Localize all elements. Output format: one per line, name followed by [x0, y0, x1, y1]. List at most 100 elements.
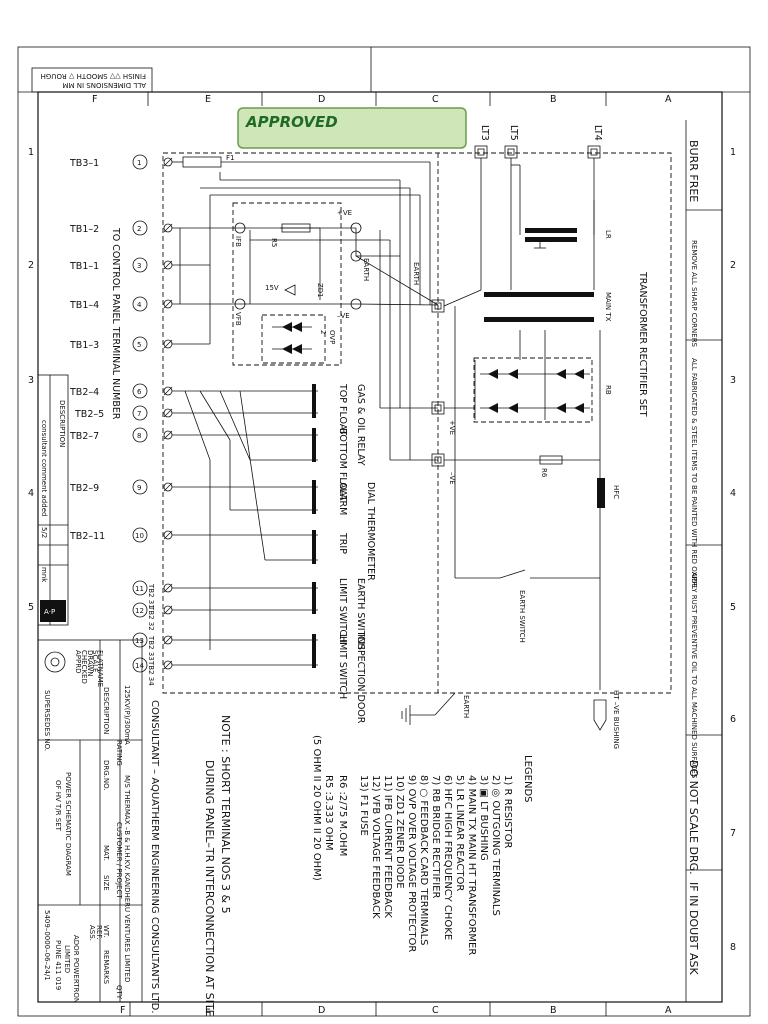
customer-label: CUSTOMER / PROJECT	[115, 822, 123, 899]
terminal-block	[163, 157, 173, 670]
flatname-label: FLATNAME	[96, 650, 104, 687]
vfb-label: VFB	[234, 312, 242, 326]
right-notes: BURR FREE REMOVE ALL SHARP CORNERS ALL F…	[687, 140, 700, 975]
terminal-label: TB2–5	[74, 409, 104, 420]
r6-label: R6	[540, 468, 548, 478]
legend-item: 13) F1 FUSE	[358, 775, 369, 836]
note-burr-free: BURR FREE	[687, 140, 700, 202]
note-do-not-scale: DO NOT SCALE DRG.	[687, 760, 700, 875]
svg-text:A·P: A·P	[44, 608, 55, 616]
trip-label: TRIP	[337, 532, 348, 554]
inspection-door-label: INSPECTION DOOR	[355, 634, 366, 724]
terminal-num: 1	[137, 159, 141, 167]
earth-switch-ls-label: EARTH SWITCH	[355, 578, 366, 650]
control-panel-label: TO CONTROL PANEL TERMINAL NUMBER	[110, 227, 121, 420]
legend-item: 5) LR LINEAR REACTOR	[454, 775, 465, 891]
ref-label: REF.	[95, 925, 103, 939]
finish-line: FINISH ▽▽ SMOOTH ▽ ROUGH	[41, 72, 146, 80]
limit-switch2-label: LIMIT SWITCH	[337, 634, 348, 699]
zd1-label: ZD1	[316, 283, 324, 298]
terminal-label: TB2–9	[69, 483, 99, 494]
grid-number: 5	[730, 602, 736, 613]
terminal-6: 6 TB2–4	[69, 383, 148, 399]
grid-letter: A	[665, 94, 672, 105]
terminal-label: TB2 33	[147, 635, 155, 661]
lt3-label: LT3	[479, 125, 490, 141]
grid-letter: D	[318, 94, 325, 105]
terminal-label: TB1–1	[69, 261, 99, 272]
note-line-1: NOTE : SHORT TERMINAL NOS 3 & 5	[219, 715, 232, 914]
grid-letter: B	[550, 1005, 557, 1016]
qty-label: QTY	[115, 985, 123, 1000]
legend-item: 9) OVP OVER VOLTAGE PROTECTOR	[406, 775, 417, 952]
transformer-rectifier-label: TRANSFORMER RECTIFIER SET	[637, 271, 648, 417]
resistor-r6	[539, 455, 563, 465]
terminal-13: 13 TB2 33	[132, 632, 155, 661]
earth2-label: EARTH	[462, 695, 470, 718]
hf-choke	[597, 478, 605, 508]
ovp-2-label: 2	[319, 330, 327, 334]
legend-item: 2) ◎ OUTGOING TERMINALS	[490, 775, 501, 916]
scale-label: SCALE	[91, 650, 99, 672]
terminal-3: 3 TB1–1	[69, 257, 148, 273]
gas-oil-relay-label: GAS & OIL RELAY	[355, 384, 366, 466]
f1-label: F1	[226, 154, 234, 162]
note-if-in-doubt: IF IN DOUBT ASK	[687, 882, 700, 975]
finish-note: ALL DIMENSIONS IN MM FINISH ▽▽ SMOOTH ▽ …	[41, 72, 146, 89]
drawn-label: DRAWN	[86, 650, 94, 677]
size-label: SIZE	[102, 875, 110, 891]
terminal-8: 8 TB2–7	[69, 427, 148, 443]
description-label: DESCRIPTION	[102, 687, 110, 734]
remarks-label: REMARKS	[102, 950, 110, 985]
linear-reactor	[525, 228, 577, 233]
limit-switch-label: LIMIT SWITCH	[337, 578, 348, 643]
device-wiring	[172, 390, 318, 666]
rating-label: RATING	[115, 740, 123, 766]
legend-item: 10) ZD1 ZENER DIODE	[394, 775, 405, 889]
earth-label-card: EARTH	[362, 258, 370, 281]
field-devices	[312, 384, 316, 668]
terminal-num: 5	[137, 341, 141, 349]
legend-item: 6) HFC HIGH FREQUENCY CHOKE	[442, 775, 453, 940]
earth-switch	[499, 569, 526, 579]
apprd-label: APPRD	[74, 650, 82, 674]
terminal-num: 9	[137, 484, 141, 492]
terminal-num: 10	[135, 532, 144, 540]
ifb-label: IFB	[234, 236, 242, 247]
grid-letter: C	[432, 94, 439, 105]
bottom-float-label: BOTTOM FLOAT	[337, 428, 348, 501]
grid-letter: C	[432, 1005, 439, 1016]
terminal-label: TB1–4	[69, 300, 99, 311]
approved-stamp-text: APPROVED	[245, 113, 338, 131]
legends-title: LEGENDS	[522, 755, 533, 803]
revision-block: consultant comment added 5/2 mnk DESCRIP…	[37, 374, 69, 626]
legend-item: 12) VFB VOLTAGE FEEDBACK	[370, 775, 381, 919]
terminal-2: 2 TB1–2	[69, 220, 148, 236]
customer-value: M/S THERMAX –B & H.H.KV. KANDHERU VENTUR…	[123, 775, 131, 982]
pve2-label: +VE	[448, 420, 456, 435]
terminal-column: 1 TB3–1 2 TB1–2 3 TB1–1 4 TB1–4 5 TB1–3 …	[69, 154, 155, 686]
grid-number: 3	[730, 375, 736, 386]
terminal-label: TB2–11	[69, 531, 105, 542]
terminal-10: 10 TB2–11	[69, 527, 148, 543]
company-logo	[40, 600, 66, 622]
grid-letter: D	[318, 1005, 325, 1016]
grid-number: 7	[730, 828, 736, 839]
terminal-7: 7 TB2–5	[74, 405, 148, 421]
terminal-num: 14	[135, 662, 144, 670]
note-line-2: DURING PANEL–TR INTERCONNECTION AT SITE	[203, 760, 216, 1017]
grid-number: 1	[730, 147, 736, 158]
earth-label-main: EARTH	[412, 262, 420, 285]
grid-letter: F	[92, 94, 97, 105]
wiring	[172, 161, 439, 461]
terminal-9: 9 TB2–9	[69, 479, 148, 495]
grid-number: 8	[730, 942, 736, 953]
terminal-5: 5 TB1–3	[69, 336, 148, 352]
tx-wiring	[443, 158, 601, 690]
legend-value: R5 :3.333 OHM	[323, 775, 334, 851]
grid-number: 1	[28, 147, 34, 158]
lt4-label: LT4	[592, 125, 603, 141]
top-float-label: TOP FLOAT	[337, 383, 348, 436]
legend-item: 1) R RESISTOR	[502, 775, 513, 848]
